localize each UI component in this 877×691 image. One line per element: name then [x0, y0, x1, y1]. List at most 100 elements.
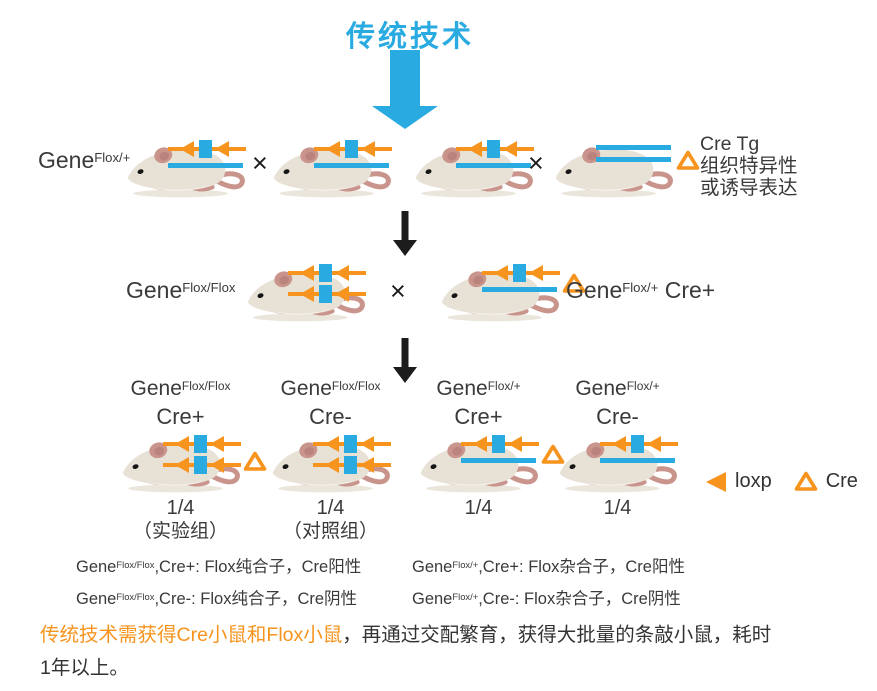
floxed-allele	[168, 140, 246, 158]
exon-box	[345, 140, 358, 158]
offspring-fraction: 1/4	[603, 497, 632, 519]
allele-construct	[596, 143, 674, 167]
mouse-flox-het-cre	[440, 261, 560, 323]
genotype-label: GeneFlox/Flox	[248, 376, 413, 404]
gene-superscript: Flox/+	[487, 378, 521, 393]
floxed-allele	[288, 264, 366, 282]
down-arrow-icon	[393, 338, 417, 383]
mouse-flox-het	[126, 137, 246, 199]
gene-superscript: Flox/Flox	[116, 558, 155, 570]
cre-tg-line1: Cre Tg	[700, 133, 760, 155]
wildtype-allele	[482, 285, 560, 294]
cre-tg-line3: 或诱导表达	[700, 177, 798, 199]
allele-construct	[162, 435, 241, 477]
note-text: ,Cre-: Flox杂合子，Cre阴性	[478, 590, 681, 608]
summary-line2: 1年以上。	[40, 656, 129, 679]
allele-line	[599, 458, 675, 463]
offspring-fraction: 1/4	[464, 497, 493, 519]
gene-superscript: Flox/Flox	[181, 378, 231, 393]
cross-symbol: ×	[252, 148, 268, 178]
loxp-icon	[174, 457, 189, 473]
loxp-icon	[324, 457, 339, 473]
group-note: （实验组）	[132, 521, 228, 542]
row2-right-genotype-label: GeneFlox/+ Cre+	[566, 277, 715, 304]
big-down-arrow-icon	[372, 50, 438, 129]
loxp-icon	[646, 436, 661, 452]
genotype-note: GeneFlox/+,Cre-: Flox杂合子，Cre阴性	[412, 584, 685, 616]
loxp-icon	[359, 457, 374, 473]
gene-text: Gene	[575, 377, 627, 400]
cre-status-label: Cre-	[596, 404, 639, 429]
exon-box	[193, 456, 207, 474]
floxed-allele	[314, 140, 392, 158]
summary-paragraph: 传统技术需获得Cre小鼠和Flox小鼠，再通过交配繁育，获得大批量的条敲小鼠，耗…	[40, 619, 858, 684]
gene-superscript: Flox/Flox	[182, 280, 236, 296]
gene-superscript: Flox/+	[452, 590, 479, 602]
offspring-column-1: GeneFlox/Flox Cre+ 1/4 （实验组）	[98, 376, 263, 543]
loxp-icon	[209, 436, 224, 452]
gene-superscript: Flox/Flox	[116, 590, 155, 602]
floxed-allele	[312, 456, 391, 474]
cre-tg-line2: 组织特异性	[700, 155, 798, 177]
note-text: ,Cre-: Flox纯合子，Cre阴性	[154, 590, 358, 608]
wildtype-allele	[599, 456, 678, 465]
genotype-note: GeneFlox/Flox,Cre-: Flox纯合子，Cre阴性	[76, 584, 361, 616]
note-text: ,Cre+: Flox杂合子，Cre阳性	[478, 558, 685, 576]
allele-construct	[312, 435, 391, 477]
loxp-icon	[180, 141, 194, 157]
allele-line	[596, 145, 671, 150]
allele-construct	[456, 140, 534, 173]
floxed-allele	[460, 435, 539, 453]
cre-status-label: Cre+	[156, 404, 205, 429]
transgene-line	[596, 143, 674, 152]
mouse-flox-het	[272, 137, 392, 199]
cross-symbol: ×	[390, 276, 406, 306]
cre-status-label: Cre-	[309, 404, 352, 429]
loxp-icon	[706, 471, 726, 492]
loxp-icon	[215, 141, 229, 157]
gene-text: Gene	[76, 590, 117, 608]
gene-superscript: Flox/+	[452, 558, 479, 570]
loxp-icon	[359, 436, 374, 452]
exon-box	[319, 264, 332, 282]
summary-line1: 传统技术需获得Cre小鼠和Flox小鼠，再通过交配繁育，获得大批量的条敲小鼠，耗…	[40, 619, 858, 652]
cre-status-label: Cre+	[454, 404, 503, 429]
genotype-note: GeneFlox/+,Cre+: Flox杂合子，Cre阳性	[412, 552, 685, 584]
allele-construct	[168, 140, 246, 173]
loxp-icon	[174, 436, 189, 452]
loxp-icon	[494, 265, 508, 281]
loxp-icon	[507, 436, 522, 452]
cre-icon	[676, 150, 700, 171]
genotype-notes-left: GeneFlox/Flox,Cre+: Flox纯合子，Cre阳性 GeneFl…	[76, 552, 361, 616]
down-arrow-icon	[393, 211, 417, 256]
mouse-flox-homo-cre	[121, 432, 241, 494]
floxed-allele	[482, 264, 560, 282]
exon-box	[319, 285, 332, 303]
allele-construct	[599, 435, 678, 468]
loxp-icon	[300, 265, 314, 281]
note-text: ,Cre+: Flox纯合子，Cre阳性	[154, 558, 362, 576]
cre-label: Cre	[825, 470, 858, 492]
loxp-icon	[324, 436, 339, 452]
gene-text: Gene	[566, 277, 623, 303]
offspring-fraction: 1/4	[166, 497, 195, 519]
floxed-allele	[599, 435, 678, 453]
floxed-allele	[312, 435, 391, 453]
gene-text: Gene	[280, 377, 332, 400]
wildtype-allele	[456, 161, 534, 170]
floxed-allele	[288, 285, 366, 303]
group-note: （对照组）	[282, 521, 378, 542]
gene-text: Gene	[76, 558, 117, 576]
wildtype-allele	[460, 456, 539, 465]
gene-text: Gene	[436, 377, 488, 400]
genotype-label: GeneFlox/+	[396, 376, 561, 404]
gene-text: Gene	[126, 277, 183, 303]
genotype-label: GeneFlox/Flox	[98, 376, 263, 404]
allele-line	[456, 163, 531, 168]
loxp-icon	[361, 141, 375, 157]
wildtype-allele	[168, 161, 246, 170]
loxp-icon	[209, 457, 224, 473]
genotype-note: GeneFlox/Flox,Cre+: Flox纯合子，Cre阳性	[76, 552, 361, 584]
mouse-flox-het	[558, 432, 678, 494]
mouse-cre-tg	[554, 137, 674, 199]
